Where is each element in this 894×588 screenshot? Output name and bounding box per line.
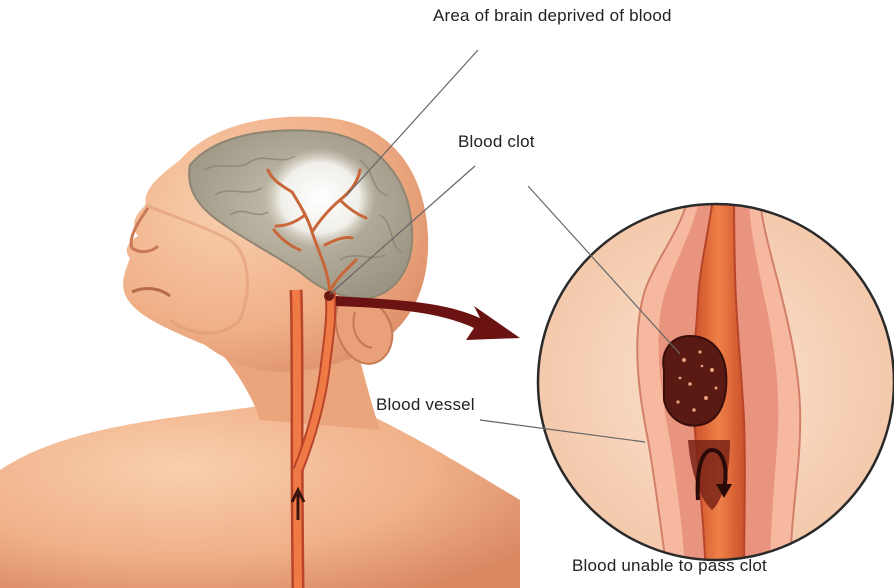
zoom-circle [538,180,894,580]
shoulders [0,403,520,588]
head-figure [0,117,520,588]
label-blood-vessel: Blood vessel [376,395,475,415]
label-blood-unable: Blood unable to pass clot [572,556,767,576]
label-blood-clot: Blood clot [458,132,535,152]
label-area-deprived: Area of brain deprived of blood [433,6,672,26]
clot [663,336,726,426]
deprived-area [264,148,376,248]
